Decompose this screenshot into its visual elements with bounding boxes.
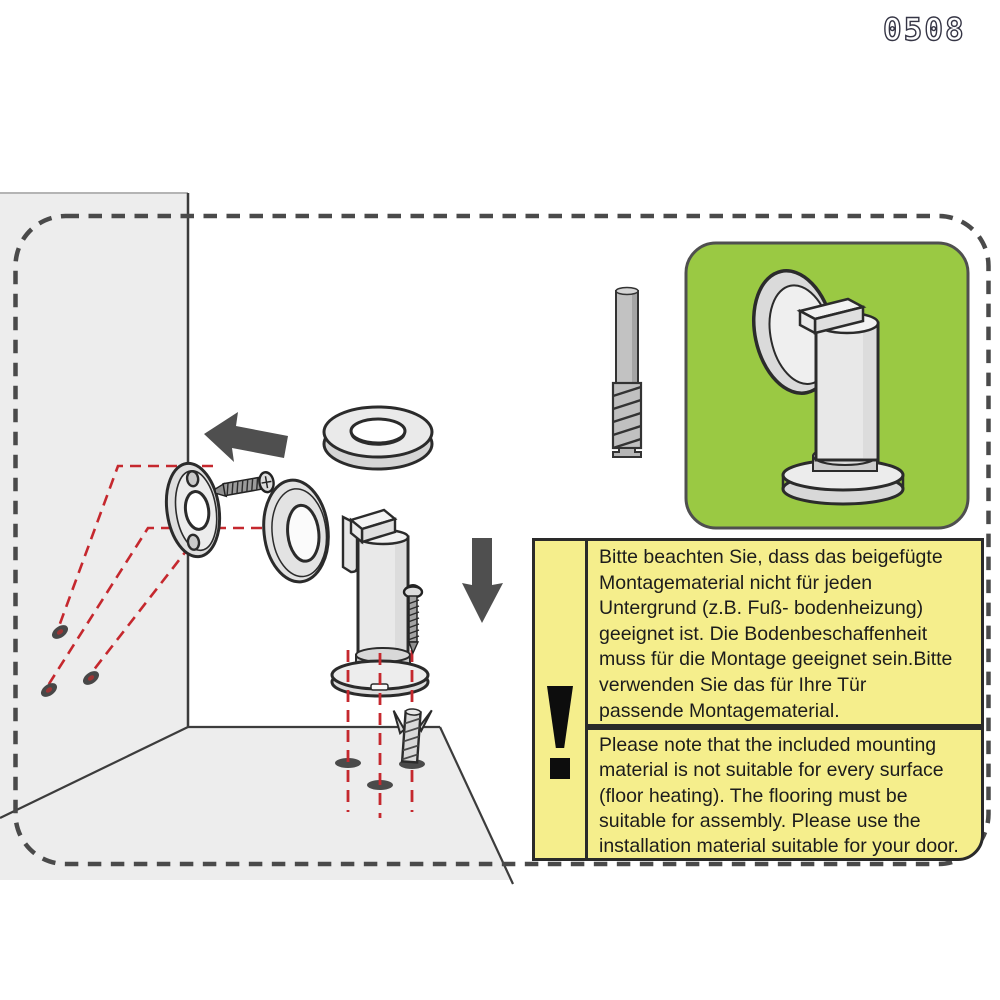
floor-screw	[402, 584, 424, 655]
text-line: Bitte beachten Sie, dass das beigefügte	[599, 546, 943, 568]
wall-drill-guides	[45, 464, 262, 688]
wall-mounting-plate	[164, 461, 222, 559]
arrow-left-icon	[204, 412, 288, 462]
wall-drill-marks	[40, 625, 100, 697]
warning-box-divider	[588, 724, 981, 731]
warning-text-german: Bitte beachten Sie, dass das beigefügte …	[588, 541, 981, 724]
sheet-code: 0508	[882, 11, 966, 48]
text-line: Please note that the included mounting	[599, 734, 937, 757]
text-line: material is not suitable for every surfa…	[599, 759, 944, 782]
text-line: (floor heating). The flooring must be	[599, 784, 908, 807]
wall-plug-dowel	[392, 708, 433, 764]
drill-bit	[611, 286, 643, 458]
warning-icon-column	[535, 541, 588, 858]
arrow-down-icon	[462, 538, 503, 623]
washer-ring	[322, 405, 434, 471]
exclamation-mark-icon	[547, 686, 573, 748]
floor-surface	[0, 725, 514, 885]
warning-text-column: Bitte beachten Sie, dass das beigefügte …	[588, 541, 981, 858]
text-line: Montagematerial nicht für jeden	[599, 571, 873, 594]
exclamation-dot-icon	[550, 758, 570, 779]
warning-box: Bitte beachten Sie, dass das beigefügte …	[532, 538, 984, 861]
text-line: Untergrund (z.B. Fuß- bodenheizung)	[599, 597, 924, 620]
text-line: verwenden Sie das für Ihre Tür	[599, 673, 867, 696]
dashed-frame-border	[13, 213, 991, 867]
assembled-product-panel	[684, 241, 970, 530]
text-line: muss für die Montage geeignet sein.Bitte	[599, 648, 953, 671]
text-line: passende Montagematerial.	[599, 699, 840, 722]
cover-ring	[262, 478, 330, 584]
warning-text-english: Please note that the included mounting m…	[588, 730, 981, 858]
text-line: installation material suitable for your …	[599, 834, 959, 857]
wall-screw	[214, 471, 275, 498]
text-line: geeignet ist. Die Bodenbeschaffenheit	[599, 622, 928, 645]
wall-surface	[0, 192, 190, 818]
text-line: suitable for assembly. Please use the	[599, 809, 921, 832]
